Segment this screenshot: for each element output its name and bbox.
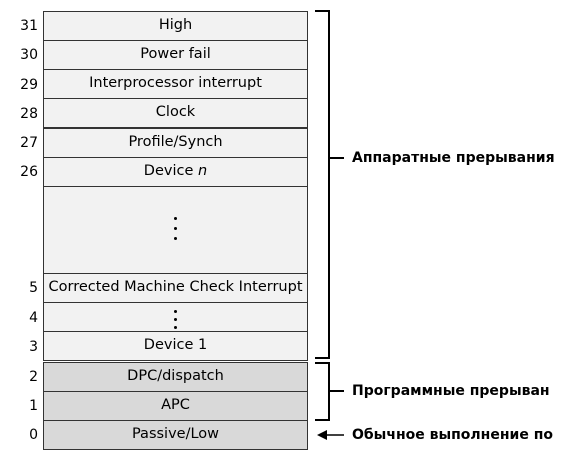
ellipsis-vertical-icon [172, 217, 178, 240]
level-number-28: 28 [20, 106, 38, 122]
level-label-power-fail: Power fail [140, 46, 211, 62]
level-number-3: 3 [29, 339, 38, 355]
level-box-high: High [43, 11, 308, 41]
level-label-high: High [158, 17, 193, 33]
level-label-clock: Clock [155, 104, 196, 120]
level-box-device-1: Device 1 [43, 331, 308, 361]
hardware-bracket [315, 10, 330, 359]
level-box-profile-synch: Profile/Synch [43, 128, 308, 158]
level-box-clock: Clock [43, 98, 308, 128]
software-interrupts-label: Программные прерыван [352, 383, 550, 399]
level-box-dpc-dispatch: DPC/dispatch [43, 362, 308, 392]
level-number-4: 4 [29, 310, 38, 326]
ellipsis-vertical-icon [172, 310, 178, 329]
level-label-interprocessor-interrupt: Interprocessor interrupt [89, 75, 262, 91]
level-box-interprocessor-interrupt: Interprocessor interrupt [43, 69, 308, 99]
level-label-passive-low: Passive/Low [131, 426, 220, 442]
arrow-left-icon [317, 430, 327, 440]
level-label-device-n: Device [143, 163, 198, 179]
level-label-device-n-italic: n [198, 163, 208, 179]
level-box-4 [43, 302, 308, 332]
level-box-passive-low: Passive/Low [43, 420, 308, 450]
level-number-0: 0 [29, 427, 38, 443]
level-label-apc: APC [161, 397, 190, 413]
level-number-27: 27 [20, 135, 38, 151]
level-number-5: 5 [29, 280, 38, 296]
level-number-30: 30 [20, 47, 38, 63]
level-box-corrected-machine-check: Corrected Machine Check Interrupt [43, 273, 308, 303]
software-bracket [315, 362, 330, 421]
level-label-device-1: Device 1 [143, 337, 208, 353]
level-number-29: 29 [20, 77, 38, 93]
level-label-dpc-dispatch: DPC/dispatch [127, 368, 224, 384]
level-label-profile-synch: Profile/Synch [128, 134, 223, 150]
hardware-interrupts-label: Аппаратные прерывания [352, 150, 555, 166]
level-label-corrected-machine-check: Corrected Machine Check Interrupt [48, 279, 303, 295]
level-number-26: 26 [20, 164, 38, 180]
level-number-2: 2 [29, 369, 38, 385]
normal-execution-label: Обычное выполнение по [352, 427, 553, 443]
level-number-1: 1 [29, 398, 38, 414]
level-number-31: 31 [20, 18, 38, 34]
